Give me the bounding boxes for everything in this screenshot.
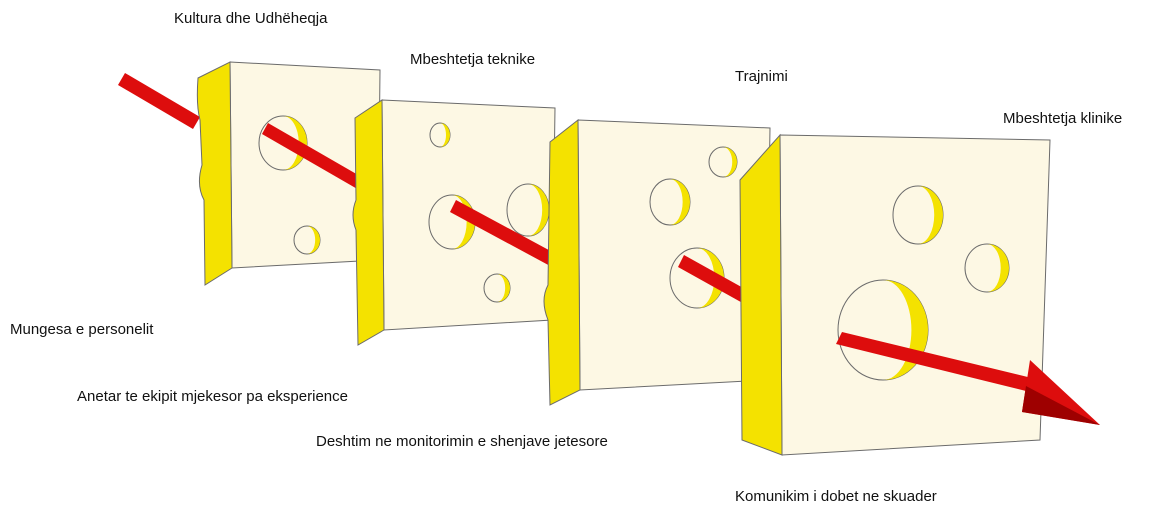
cheese-slice-2-hole [429, 195, 475, 249]
failure-label-team-communication: Komunikim i dobet ne skuader [735, 488, 937, 506]
cheese-slice-4 [740, 135, 1050, 455]
cheese-slice-2-hole [430, 123, 450, 147]
cheese-slice-4-side [740, 135, 782, 455]
cheese-slice-3 [544, 120, 770, 405]
layer-label-technical-support: Mbeshtetja teknike [410, 51, 535, 69]
arrow-back-segment [118, 73, 200, 129]
cheese-slice-2-hole [507, 184, 549, 236]
cheese-slice-4-hole [893, 186, 943, 244]
cheese-slice-3-hole [709, 147, 737, 177]
cheese-slice-2-side [353, 100, 384, 345]
layer-label-clinical-support: Mbeshtetja klinike [1003, 110, 1122, 128]
failure-label-vital-signs-monitoring: Deshtim ne monitorimin e shenjave jeteso… [316, 433, 608, 451]
cheese-slice-3-hole [650, 179, 690, 225]
cheese-slice-4-hole [838, 280, 928, 380]
cheese-slice-2 [353, 100, 555, 345]
layer-label-training: Trajnimi [735, 68, 788, 86]
arrow-shaft-back [118, 73, 200, 129]
failure-label-staff-shortage: Mungesa e personelit [10, 321, 153, 339]
cheese-slice-2-hole [484, 274, 510, 302]
layer-label-culture-leadership: Kultura dhe Udhëheqja [174, 10, 327, 28]
cheese-slice-1-hole [294, 226, 320, 254]
cheese-slice-1-side [197, 62, 232, 285]
cheese-slice-4-hole [965, 244, 1009, 292]
cheese-slice-3-side [544, 120, 580, 405]
failure-label-inexperienced-team: Anetar te ekipit mjekesor pa eksperience [77, 388, 348, 406]
